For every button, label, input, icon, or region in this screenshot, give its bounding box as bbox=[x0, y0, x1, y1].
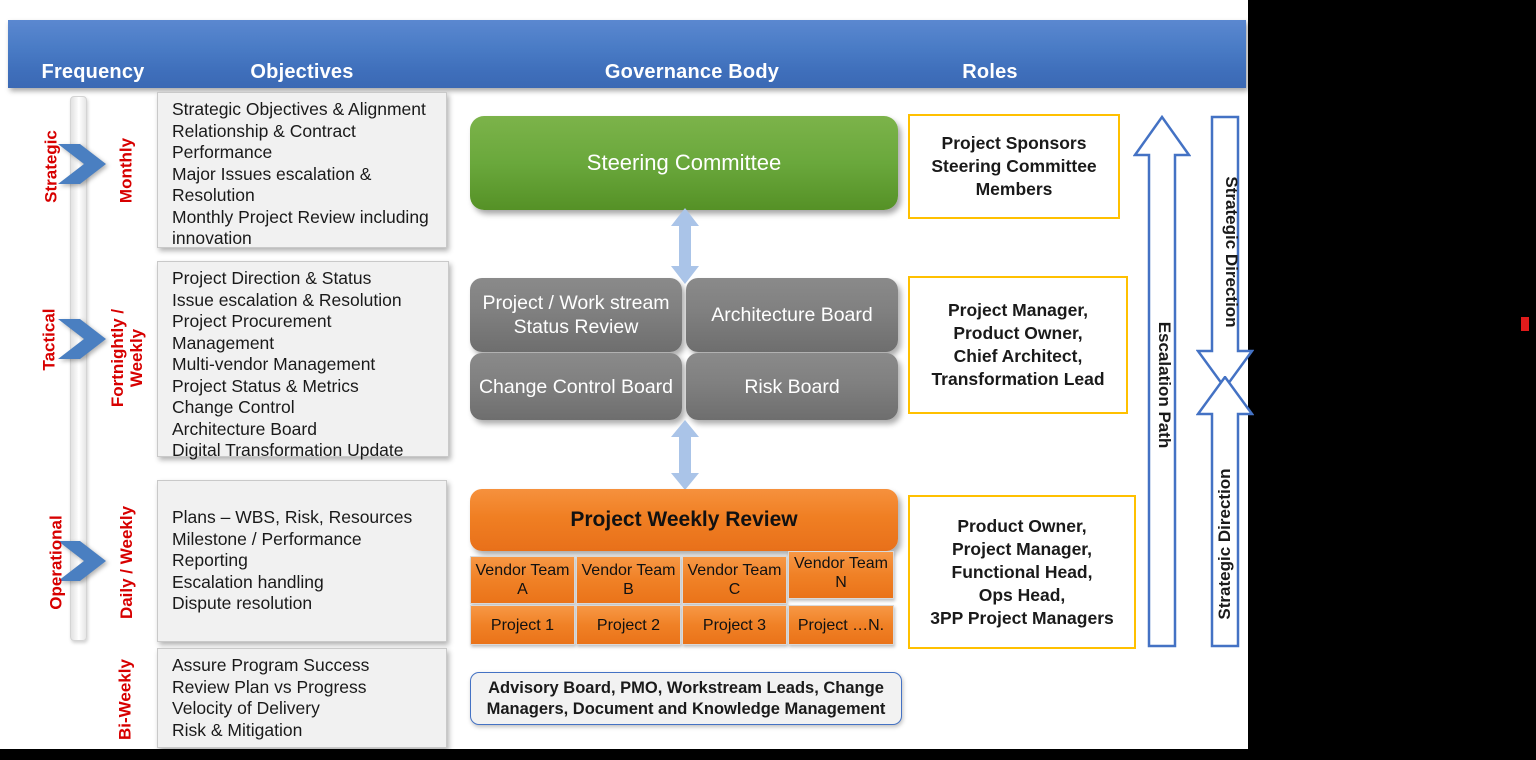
roles-box-strategic: Project Sponsors Steering Committee Memb… bbox=[908, 114, 1120, 219]
cadence-label-monthly: Monthly bbox=[116, 137, 136, 204]
chevron-icon-operational bbox=[58, 537, 112, 585]
project-cell[interactable]: Project 2 bbox=[576, 605, 681, 645]
header-column-objectives: Objectives bbox=[250, 61, 354, 83]
strategic-direction-down-arrow bbox=[1195, 115, 1255, 395]
governance-box-steering-committee[interactable]: Steering Committee bbox=[470, 116, 898, 210]
vendor-team-cell[interactable]: Vendor Team N bbox=[788, 551, 894, 599]
objectives-box-strategic: Strategic Objectives & Alignment Relatio… bbox=[157, 92, 447, 248]
cadence-label-daily-weekly: Daily / Weekly bbox=[117, 505, 136, 620]
tier-label-operational: Operational bbox=[46, 515, 66, 610]
cadence-label-bi-weekly: Bi-Weekly bbox=[115, 659, 135, 740]
escalation-path-arrow bbox=[1132, 114, 1192, 653]
objectives-box-biweekly: Assure Program Success Review Plan vs Pr… bbox=[157, 648, 447, 748]
strategic-direction-up-arrow bbox=[1195, 374, 1255, 653]
escalation-path-label: Escalation Path bbox=[1155, 321, 1174, 449]
vendor-team-cell[interactable]: Vendor Team A bbox=[470, 556, 575, 604]
project-cell[interactable]: Project 1 bbox=[470, 605, 575, 645]
governance-box-change-control-board[interactable]: Change Control Board bbox=[470, 353, 682, 420]
double-arrow-steering-to-tactical bbox=[670, 208, 700, 289]
diagram-canvas: Frequency Objectives Governance Body Rol… bbox=[0, 0, 1255, 749]
header-column-roles: Roles bbox=[962, 61, 1018, 83]
governance-box-project-workstream-status-review[interactable]: Project / Work stream Status Review bbox=[470, 278, 682, 352]
governance-box-advisory[interactable]: Advisory Board, PMO, Workstream Leads, C… bbox=[470, 672, 902, 725]
tier-label-tactical: Tactical bbox=[39, 308, 59, 371]
roles-box-tactical: Project Manager, Product Owner, Chief Ar… bbox=[908, 276, 1128, 414]
header-column-frequency: Frequency bbox=[41, 61, 145, 83]
objectives-box-tactical: Project Direction & Status Issue escalat… bbox=[157, 261, 449, 460]
double-arrow-tactical-to-operational bbox=[670, 420, 700, 495]
strategic-direction-top-label: Strategic Direction bbox=[1222, 176, 1241, 328]
chevron-icon-tactical bbox=[58, 315, 112, 363]
vendor-team-cell[interactable]: Vendor Team B bbox=[576, 556, 681, 604]
roles-box-operational: Product Owner, Project Manager, Function… bbox=[908, 495, 1136, 649]
corner-marker bbox=[1521, 317, 1529, 331]
header-column-governance-body: Governance Body bbox=[604, 61, 780, 83]
tier-label-strategic: Strategic bbox=[41, 130, 61, 203]
project-cell[interactable]: Project 3 bbox=[682, 605, 787, 645]
governance-box-risk-board[interactable]: Risk Board bbox=[686, 353, 898, 420]
header-bar: Frequency Objectives Governance Body Rol… bbox=[8, 20, 1246, 88]
frequency-timeline-bar bbox=[70, 96, 87, 641]
governance-box-architecture-board[interactable]: Architecture Board bbox=[686, 278, 898, 352]
strategic-direction-bottom-label: Strategic Direction bbox=[1215, 468, 1234, 620]
vendor-team-cell[interactable]: Vendor Team C bbox=[682, 556, 787, 604]
objectives-box-operational: Plans – WBS, Risk, Resources Milestone /… bbox=[157, 480, 447, 642]
cadence-label-fortnightly-weekly: Fortnightly / Weekly bbox=[108, 308, 146, 408]
governance-box-project-weekly-review[interactable]: Project Weekly Review bbox=[470, 489, 898, 551]
chevron-icon-strategic bbox=[58, 140, 112, 188]
project-cell[interactable]: Project …N. bbox=[788, 605, 894, 645]
